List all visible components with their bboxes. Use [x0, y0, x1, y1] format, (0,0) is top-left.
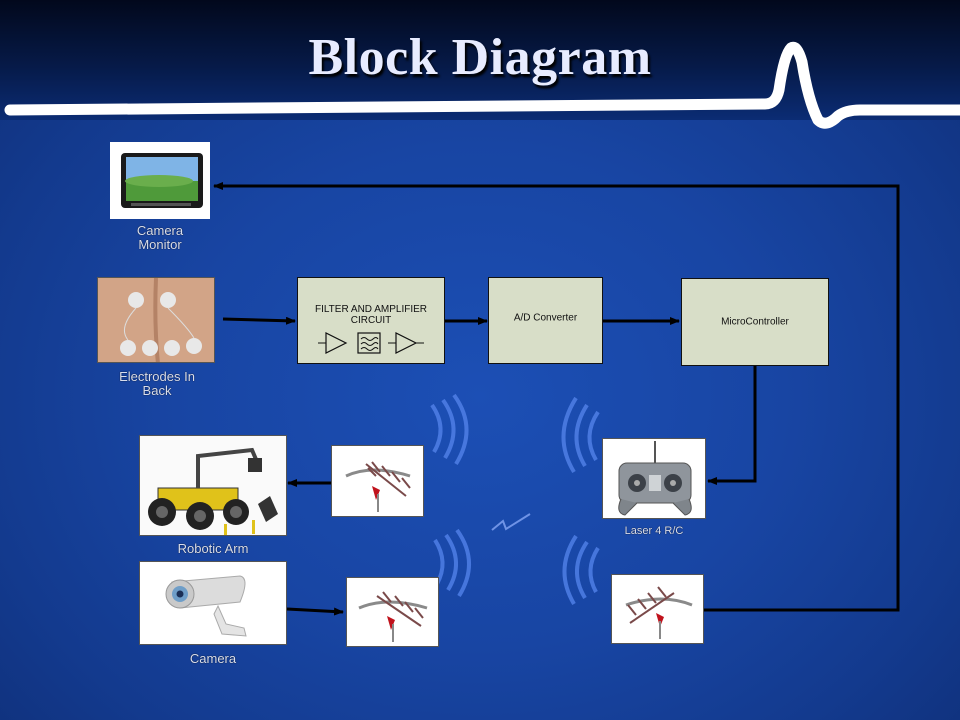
ad-converter-label: A/D Converter — [513, 312, 578, 323]
robotic-arm-image — [139, 435, 287, 536]
arrow-electrodes-to-filter — [222, 316, 296, 325]
rc-transmitter-image — [602, 438, 706, 519]
arrow-mcu-to-transmitter — [707, 366, 757, 485]
camera-monitor-image — [110, 142, 210, 219]
wireless-waves-icon — [430, 393, 469, 466]
banner-pulse-line — [4, 41, 960, 129]
robotic-arm-caption: Robotic Arm — [177, 541, 249, 556]
wireless-waves-icon — [561, 396, 600, 474]
rc-transmitter-caption: Laser 4 R/C — [624, 525, 684, 537]
slide-title: Block Diagram — [308, 29, 652, 86]
filter-amplifier-block: FILTER AND AMPLIFIER CIRCUIT — [297, 277, 445, 364]
filter-block-label-2: CIRCUIT — [350, 315, 392, 326]
filter-block-label-1: FILTER AND AMPLIFIER — [314, 304, 428, 315]
wireless-waves-icon — [433, 528, 471, 598]
ad-converter-block: A/D Converter — [488, 277, 603, 364]
microcontroller-block: MicroController — [681, 278, 829, 366]
microcontroller-label: MicroController — [721, 316, 789, 328]
arrow-receiver-to-monitor — [213, 182, 900, 612]
antenna-receiver-robot-image — [331, 445, 424, 517]
arrow-camera-to-antenna — [286, 607, 344, 616]
camera-caption: Camera — [189, 651, 237, 666]
lightning-icon — [491, 513, 531, 531]
wireless-waves-icon — [562, 534, 600, 606]
electrodes-image — [97, 277, 215, 363]
antenna-transmitter-camera-image — [346, 577, 439, 647]
amplifier-filter-symbols-icon — [318, 332, 424, 354]
camera-image — [139, 561, 287, 645]
antenna-receiver-monitor-image — [611, 574, 704, 644]
